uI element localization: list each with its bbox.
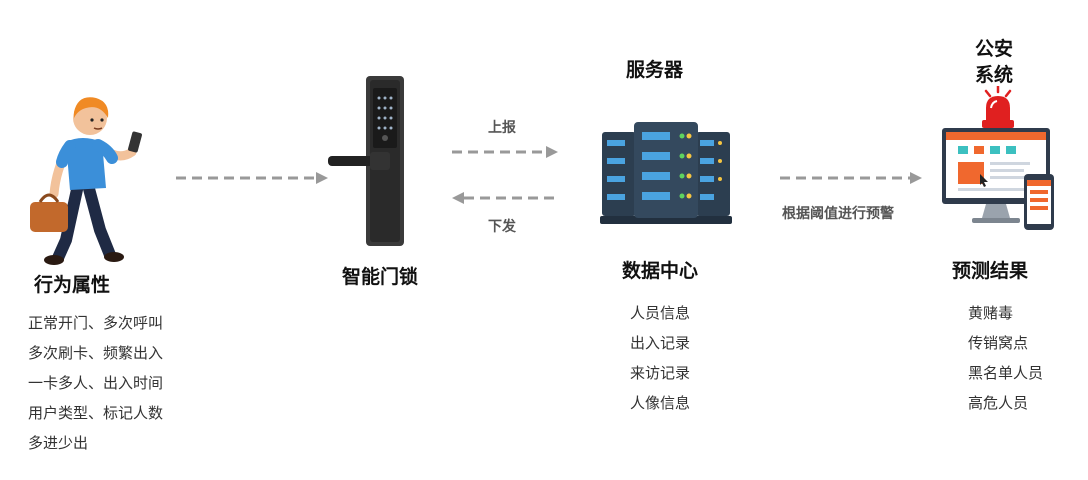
arrow-alert: [780, 172, 922, 184]
list-item: 正常开门、多次呼叫: [28, 314, 164, 332]
arrow-person-to-lock: [176, 172, 328, 184]
police-system-label: 公安 系统: [968, 36, 1020, 88]
behavior-title: 行为属性: [34, 274, 111, 296]
list-item: 传销窝点: [968, 334, 1029, 352]
result-title: 预测结果: [952, 260, 1029, 282]
list-item: 用户类型、标记人数: [28, 404, 164, 422]
police-system-label-line: 公安 系统: [974, 38, 1013, 86]
server-illustration: [600, 122, 732, 224]
arrow-upload: [452, 146, 558, 158]
list-item: 人员信息: [630, 304, 691, 322]
list-item: 多次刷卡、频繁出入: [28, 344, 164, 362]
list-item: 出入记录: [630, 334, 691, 352]
person-illustration: [30, 97, 142, 265]
monitor-illustration: [942, 128, 1054, 230]
list-item: 人像信息: [630, 394, 691, 412]
list-item: 一卡多人、出入时间: [28, 374, 164, 392]
alarm-light-icon: [982, 86, 1014, 128]
server-top-label: 服务器: [626, 59, 684, 81]
list-item: 高危人员: [968, 394, 1029, 412]
result-list: 黄赌毒 传销窝点 黑名单人员 高危人员: [968, 298, 1043, 418]
arrow-download: [452, 192, 558, 204]
smart-lock-title: 智能门锁: [342, 266, 419, 288]
smart-lock-illustration: [328, 76, 404, 246]
alert-label: 根据阈值进行预警: [782, 206, 894, 222]
download-label: 下发: [488, 219, 516, 235]
server-list: 人员信息 出入记录 来访记录 人像信息: [630, 298, 690, 418]
behavior-list: 正常开门、多次呼叫 多次刷卡、频繁出入 一卡多人、出入时间 用户类型、标记人数 …: [28, 308, 163, 458]
server-title: 数据中心: [622, 260, 699, 282]
upload-label: 上报: [488, 120, 516, 136]
list-item: 多进少出: [28, 434, 89, 452]
list-item: 来访记录: [630, 364, 691, 382]
list-item: 黄赌毒: [968, 304, 1014, 322]
list-item: 黑名单人员: [968, 364, 1044, 382]
